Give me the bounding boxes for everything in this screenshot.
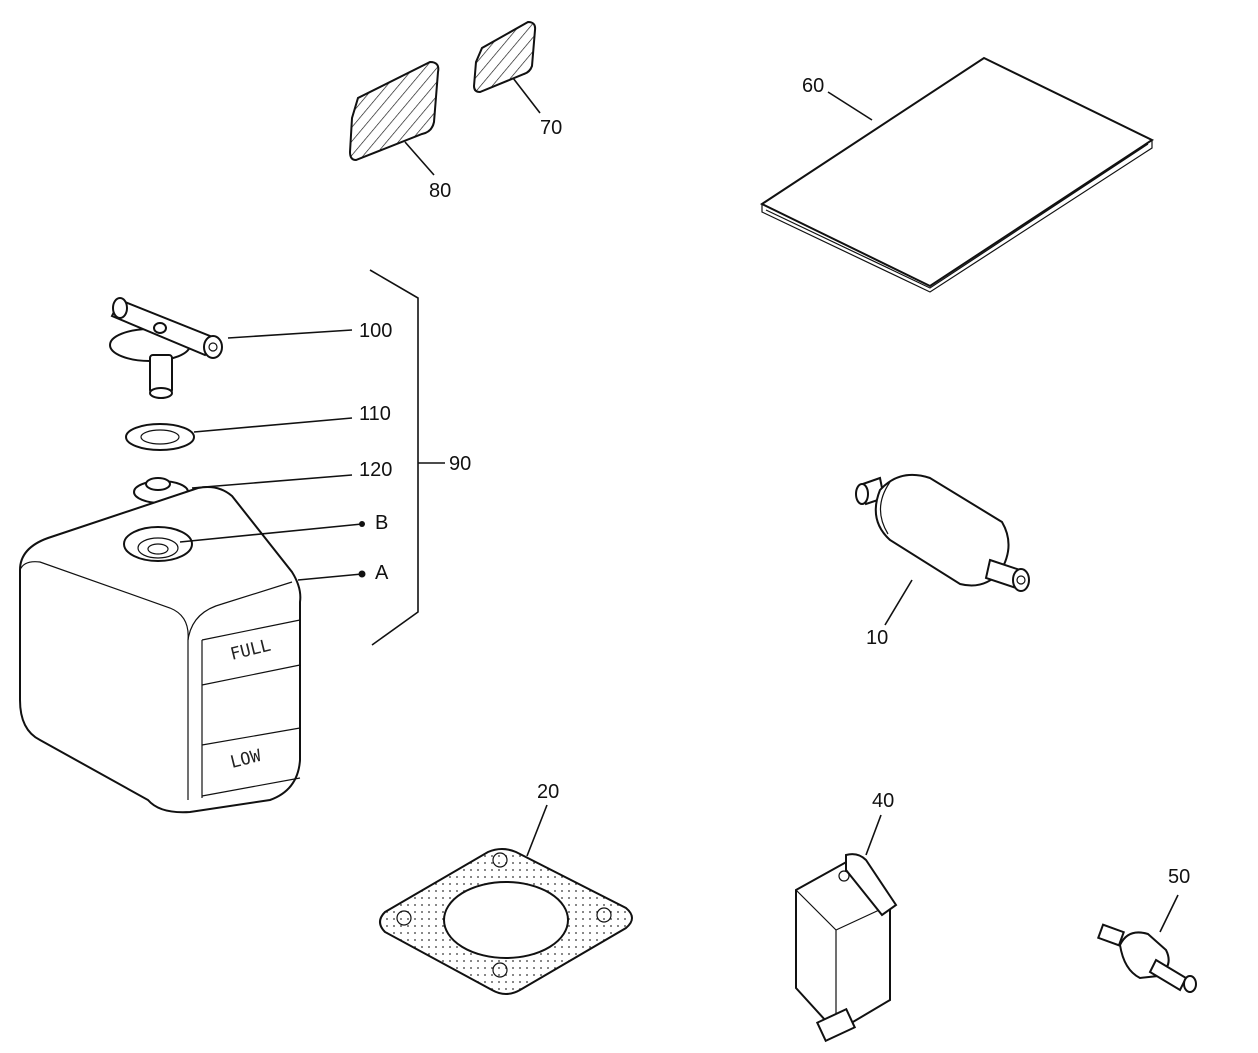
cap-valve-100[interactable] bbox=[109, 297, 223, 399]
callout-50[interactable]: 50 bbox=[1168, 866, 1191, 888]
callout-90[interactable]: 90 bbox=[449, 453, 472, 475]
callout-100[interactable]: 100 bbox=[359, 320, 393, 342]
callout-70[interactable]: 70 bbox=[540, 117, 563, 139]
washer-110[interactable] bbox=[125, 423, 195, 451]
callout-40[interactable]: 40 bbox=[872, 790, 895, 812]
callout-B[interactable]: B bbox=[375, 512, 389, 534]
decal-70[interactable] bbox=[472, 20, 537, 94]
manual-60[interactable] bbox=[759, 56, 1155, 293]
relay-40[interactable] bbox=[795, 853, 898, 1043]
callout-110[interactable]: 110 bbox=[359, 403, 391, 425]
callout-80[interactable]: 80 bbox=[429, 180, 452, 202]
sensor-50[interactable] bbox=[1096, 923, 1197, 993]
callout-120[interactable]: 120 bbox=[359, 459, 393, 481]
callout-A[interactable]: A bbox=[375, 562, 389, 584]
gasket-20[interactable] bbox=[379, 848, 633, 995]
callout-60[interactable]: 60 bbox=[802, 75, 825, 97]
reservoir-tank[interactable] bbox=[19, 486, 302, 814]
callout-10[interactable]: 10 bbox=[866, 627, 889, 649]
callout-20[interactable]: 20 bbox=[537, 781, 560, 803]
decal-80[interactable] bbox=[348, 60, 440, 162]
fuel-filter-10[interactable] bbox=[855, 474, 1030, 592]
